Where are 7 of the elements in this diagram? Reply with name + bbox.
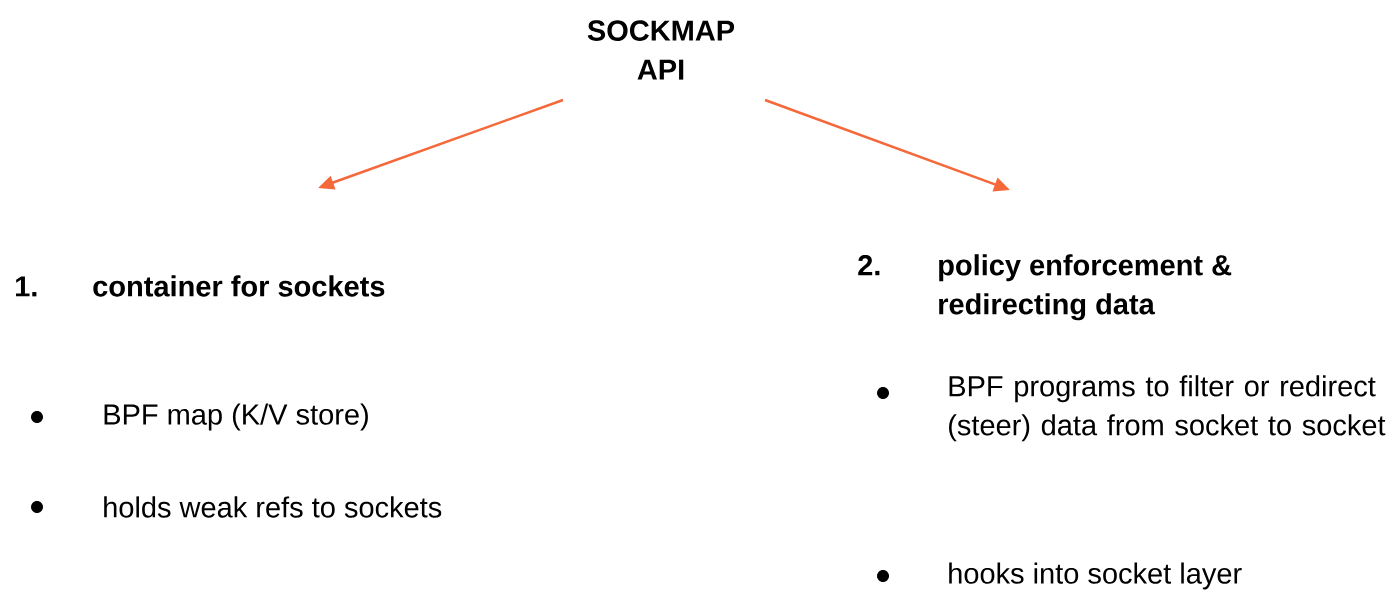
- heading: SOCKMAP API: [587, 20, 735, 80]
- bullet-text: hooks into socket layer: [949, 562, 1242, 590]
- heading: 1. container for sockets: [16, 275, 385, 297]
- bullet-text: holds weak refs to sockets: [104, 496, 442, 518]
- bullet-text: BPF map (K/V store): [104, 403, 368, 431]
- heading: 2. policy enforcement & redirecting data: [858, 254, 1232, 321]
- bullet-text: BPF programs to filter or redirect (steer) data from socket to socket: [949, 375, 1386, 442]
